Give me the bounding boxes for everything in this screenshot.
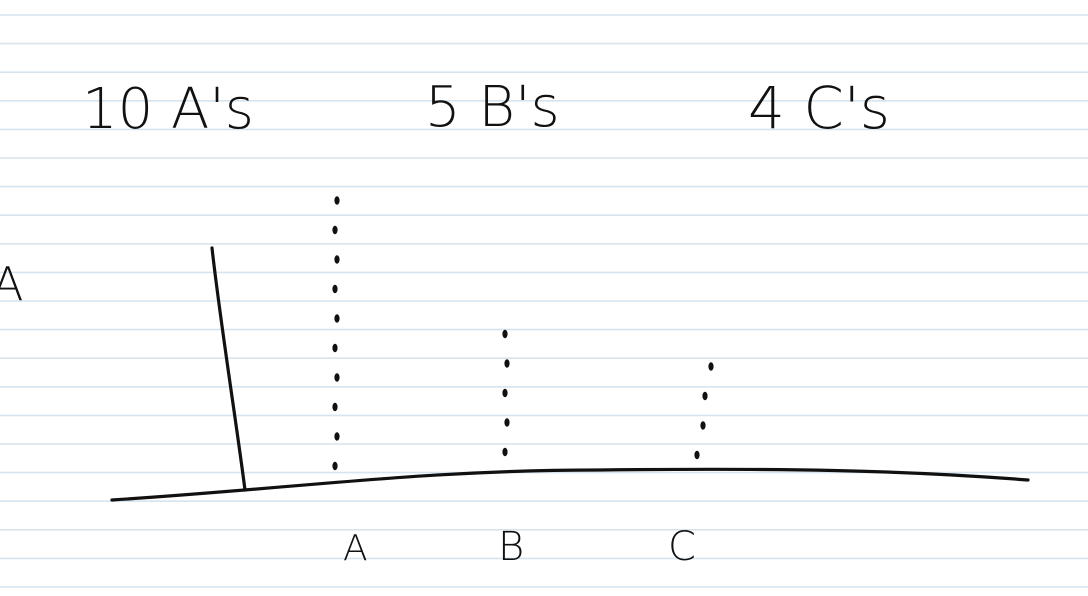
dot-c-2 <box>700 421 706 430</box>
dot-b-5 <box>502 329 508 339</box>
count-label-c: 4 C's <box>748 74 890 142</box>
dot-a-4 <box>334 373 340 382</box>
dot-a-1 <box>332 461 338 471</box>
y-axis <box>210 246 247 492</box>
x-axis <box>110 467 1030 502</box>
count-label-a: 10 A's <box>82 77 254 142</box>
category-label-a: A <box>343 528 368 569</box>
dot-b-3 <box>502 388 508 398</box>
dot-c-3 <box>702 391 708 401</box>
dot-a-6 <box>334 314 340 323</box>
dot-a-3 <box>332 402 338 412</box>
dot-a-9 <box>332 225 338 235</box>
dot-a-8 <box>334 255 340 264</box>
ruled-lines <box>0 14 1088 588</box>
dot-a-5 <box>332 343 338 353</box>
count-label-b: 5 B's <box>425 75 560 140</box>
dot-b-2 <box>504 418 510 427</box>
dot-c-4 <box>708 362 714 371</box>
dot-a-2 <box>334 432 340 441</box>
dot-b-1 <box>502 447 508 457</box>
category-label-b: B <box>498 524 524 570</box>
dot-a-7 <box>332 284 338 294</box>
margin-mark: A <box>0 257 23 311</box>
dot-b-4 <box>504 359 510 368</box>
category-label-c: C <box>668 524 696 570</box>
dot-columns <box>332 196 714 471</box>
dot-c-1 <box>694 450 700 460</box>
dot-a-10 <box>334 196 340 205</box>
